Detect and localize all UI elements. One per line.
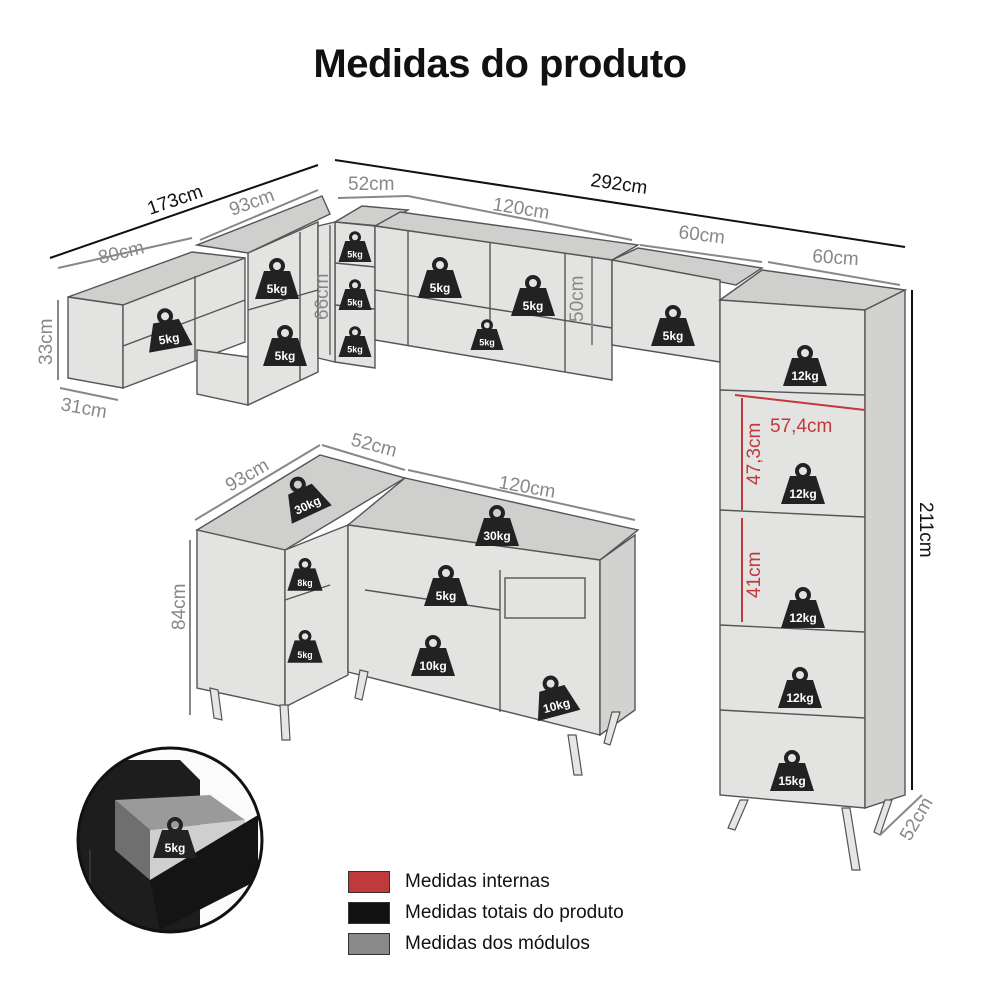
legend-label: Medidas totais do produto — [405, 901, 624, 923]
svg-text:5kg: 5kg — [165, 841, 186, 855]
weight-icon: 12kg — [779, 587, 827, 630]
svg-text:12kg: 12kg — [789, 611, 816, 625]
weight-icon: 5kg — [285, 629, 325, 665]
tall-shelf-tower — [718, 269, 908, 871]
swatch-internas — [348, 870, 390, 893]
drawer-detail: 5kg — [76, 746, 264, 934]
dim-internal-height-a: 47,3cm — [744, 423, 765, 485]
legend: Medidas internas Medidas totais do produ… — [348, 866, 624, 959]
weight-icon: 5kg — [422, 565, 470, 608]
dim-internal-height-b: 41cm — [744, 552, 765, 598]
svg-text:5kg: 5kg — [158, 330, 181, 347]
weight-icon: 5kg — [337, 231, 373, 264]
weight-icon: 5kg — [151, 817, 199, 860]
legend-item-internas: Medidas internas — [348, 866, 624, 897]
dim-31: 31cm — [59, 394, 108, 423]
dim-60b: 60cm — [812, 246, 860, 270]
weight-icon: 15kg — [768, 750, 816, 793]
weight-icon: 8kg — [285, 557, 325, 593]
dim-b120: 120cm — [497, 472, 557, 503]
legend-item-modulos: Medidas dos módulos — [348, 928, 624, 959]
dim-b84: 84cm — [169, 584, 190, 630]
wall-cabinet-left — [67, 251, 246, 390]
svg-text:5kg: 5kg — [347, 298, 363, 308]
svg-text:10kg: 10kg — [542, 695, 572, 716]
dim-66: 66cm — [312, 274, 333, 320]
svg-text:5kg: 5kg — [663, 329, 684, 343]
weight-icon: 10kg — [525, 670, 583, 724]
weight-icon: 5kg — [509, 275, 557, 318]
weight-icon: 12kg — [776, 667, 824, 710]
svg-text:5kg: 5kg — [267, 282, 288, 296]
weight-icon: 5kg — [253, 258, 301, 301]
weight-icon: 12kg — [781, 345, 829, 388]
dim-33: 33cm — [36, 319, 57, 365]
legend-label: Medidas dos módulos — [405, 932, 590, 954]
svg-text:5kg: 5kg — [436, 589, 457, 603]
dim-internal-width: 57,4cm — [770, 416, 832, 437]
dim-93: 93cm — [227, 185, 278, 221]
page-title: Medidas do produto — [313, 42, 687, 86]
weight-icon: 12kg — [779, 463, 827, 506]
svg-text:10kg: 10kg — [419, 659, 446, 673]
weight-icon: 5kg — [337, 326, 373, 359]
svg-text:30kg: 30kg — [483, 529, 510, 543]
dim-50: 50cm — [567, 276, 588, 322]
svg-text:5kg: 5kg — [479, 338, 495, 348]
dim-total-width: 292cm — [589, 170, 648, 199]
dim-60a: 60cm — [677, 222, 726, 249]
dim-120: 120cm — [491, 194, 551, 224]
weight-icon: 5kg — [469, 319, 505, 352]
svg-text:5kg: 5kg — [523, 299, 544, 313]
dim-tower-depth: 52cm — [896, 794, 937, 845]
weight-icon: 5kg — [416, 257, 464, 300]
legend-item-totais: Medidas totais do produto — [348, 897, 624, 928]
svg-text:15kg: 15kg — [778, 774, 805, 788]
weight-icon: 5kg — [140, 304, 195, 355]
svg-text:5kg: 5kg — [430, 281, 451, 295]
dim-tower-height: 211cm — [915, 502, 936, 558]
wall-cabinet-120 — [372, 211, 641, 381]
svg-text:12kg: 12kg — [791, 369, 818, 383]
svg-text:12kg: 12kg — [789, 487, 816, 501]
weight-icon: 30kg — [473, 505, 521, 548]
svg-text:8kg: 8kg — [297, 578, 312, 588]
weight-icon: 10kg — [409, 635, 457, 678]
legend-label: Medidas internas — [405, 870, 550, 892]
dim-80: 80cm — [96, 237, 146, 269]
svg-text:5kg: 5kg — [275, 349, 296, 363]
swatch-totais — [348, 901, 390, 924]
svg-text:5kg: 5kg — [347, 345, 363, 355]
dim-b52: 52cm — [349, 430, 399, 462]
dim-52: 52cm — [348, 174, 394, 195]
weight-icon: 5kg — [261, 325, 309, 368]
weight-icon: 5kg — [649, 305, 697, 348]
weight-icon: 5kg — [337, 279, 373, 312]
svg-text:5kg: 5kg — [297, 650, 312, 660]
swatch-modulos — [348, 932, 390, 955]
svg-text:5kg: 5kg — [347, 250, 363, 260]
svg-text:12kg: 12kg — [786, 691, 813, 705]
